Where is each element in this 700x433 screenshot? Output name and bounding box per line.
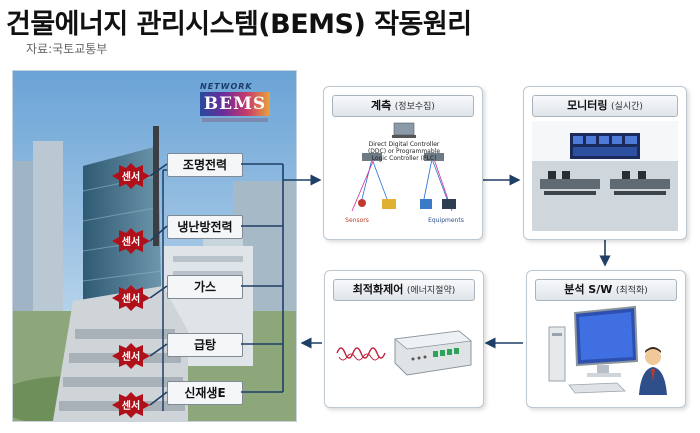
panel-control-header: 최적화제어 (에너지절약) bbox=[333, 279, 475, 301]
bems-logo: NETWORK BEMS bbox=[196, 82, 278, 132]
sensor-badge: 센서 bbox=[112, 163, 150, 189]
panel-analysis-header: 분석 S/W (최적화) bbox=[535, 279, 677, 301]
sensor-badge: 센서 bbox=[112, 285, 150, 311]
system-gas: 가스 bbox=[167, 275, 243, 299]
panel-measure: 계측 (정보수집) Direct Digital Controller (D bbox=[323, 86, 483, 240]
controller-label: Direct Digital Controller (DDC) or Progr… bbox=[367, 141, 441, 162]
sensor-label: 센서 bbox=[121, 352, 141, 363]
equipments-label: Equipments bbox=[428, 217, 464, 224]
logo-bems-text: BEMS bbox=[200, 92, 270, 116]
panel-analysis-title: 분석 S/W bbox=[564, 283, 613, 296]
sensors-label: Sensors bbox=[345, 217, 369, 224]
sensor-badge: 센서 bbox=[112, 343, 150, 369]
sensor-label: 센서 bbox=[121, 294, 141, 305]
panel-monitor-subtitle: (실시간) bbox=[611, 102, 643, 112]
panel-measure-title: 계측 bbox=[371, 99, 392, 112]
system-hot-water: 급탕 bbox=[167, 333, 243, 357]
panel-control-title: 최적화제어 bbox=[352, 283, 404, 296]
panel-monitor-title: 모니터링 bbox=[567, 99, 608, 112]
measure-diagram: Direct Digital Controller (DDC) or Progr… bbox=[332, 121, 474, 231]
logo-network-text: NETWORK bbox=[200, 82, 253, 91]
panel-measure-subtitle: (정보수집) bbox=[394, 102, 435, 112]
control-device-illustration bbox=[333, 305, 475, 399]
panel-analysis-subtitle: (최적화) bbox=[615, 286, 648, 296]
panel-monitor: 모니터링 (실시간) bbox=[523, 86, 687, 240]
page-title: 건물에너지 관리시스템(BEMS) 작동원리 bbox=[6, 9, 472, 40]
measure-network-illustration bbox=[351, 122, 456, 212]
system-hvac: 냉난방전력 bbox=[167, 215, 243, 239]
analysis-illustration bbox=[535, 305, 677, 399]
control-room-illustration bbox=[532, 121, 678, 231]
system-renewable: 신재생E bbox=[167, 381, 243, 405]
system-lighting: 조명전력 bbox=[167, 153, 243, 177]
panel-analysis: 분석 S/W (최적화) bbox=[526, 270, 686, 408]
sensor-label: 센서 bbox=[121, 172, 141, 183]
panel-control-subtitle: (에너지절약) bbox=[406, 286, 456, 296]
sensor-label: 센서 bbox=[121, 401, 141, 412]
panel-monitor-header: 모니터링 (실시간) bbox=[532, 95, 678, 117]
source-caption: 자료:국토교통부 bbox=[26, 42, 108, 56]
sensor-badge: 센서 bbox=[112, 228, 150, 254]
panel-control: 최적화제어 (에너지절약) bbox=[324, 270, 484, 408]
logo-subline bbox=[202, 118, 268, 122]
sensor-badge: 센서 bbox=[112, 392, 150, 418]
panel-measure-header: 계측 (정보수집) bbox=[332, 95, 474, 117]
sensor-label: 센서 bbox=[121, 237, 141, 248]
